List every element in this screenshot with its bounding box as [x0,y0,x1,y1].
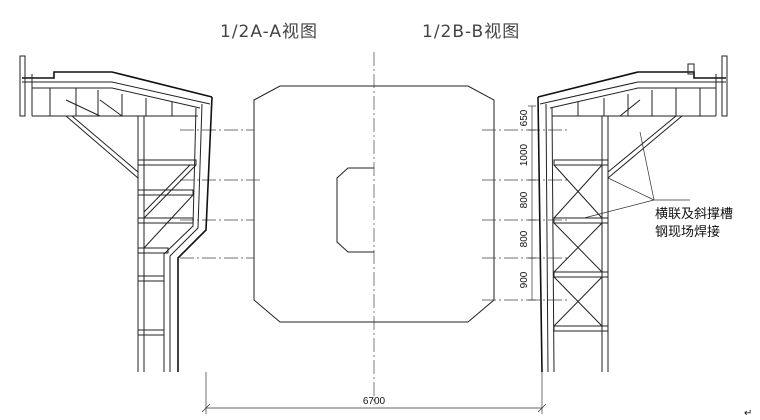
note-line-2: 钢现场焊接 [655,224,720,240]
return-mark: ↵ [744,408,752,419]
dim-800-upper: 800 [519,191,530,208]
title-right-view: 1/2B-B视图 [422,22,520,42]
welding-note: 横联及斜撑槽 钢现场焊接 [583,131,733,240]
note-line-1: 横联及斜撑槽 [655,207,733,222]
right-formwork [537,55,728,373]
dim-6700: 6700 [363,396,386,407]
dim-1000: 1000 [519,143,530,166]
vertical-dimension-chain: 650 1000 800 800 900 [519,105,536,301]
dim-650: 650 [519,109,530,126]
title-left-view: 1/2A-A视图 [220,22,318,42]
dim-900: 900 [519,271,530,288]
bottom-dimension: 6700 [201,372,547,414]
left-formwork [19,55,213,372]
dim-800-lower: 800 [519,230,530,247]
